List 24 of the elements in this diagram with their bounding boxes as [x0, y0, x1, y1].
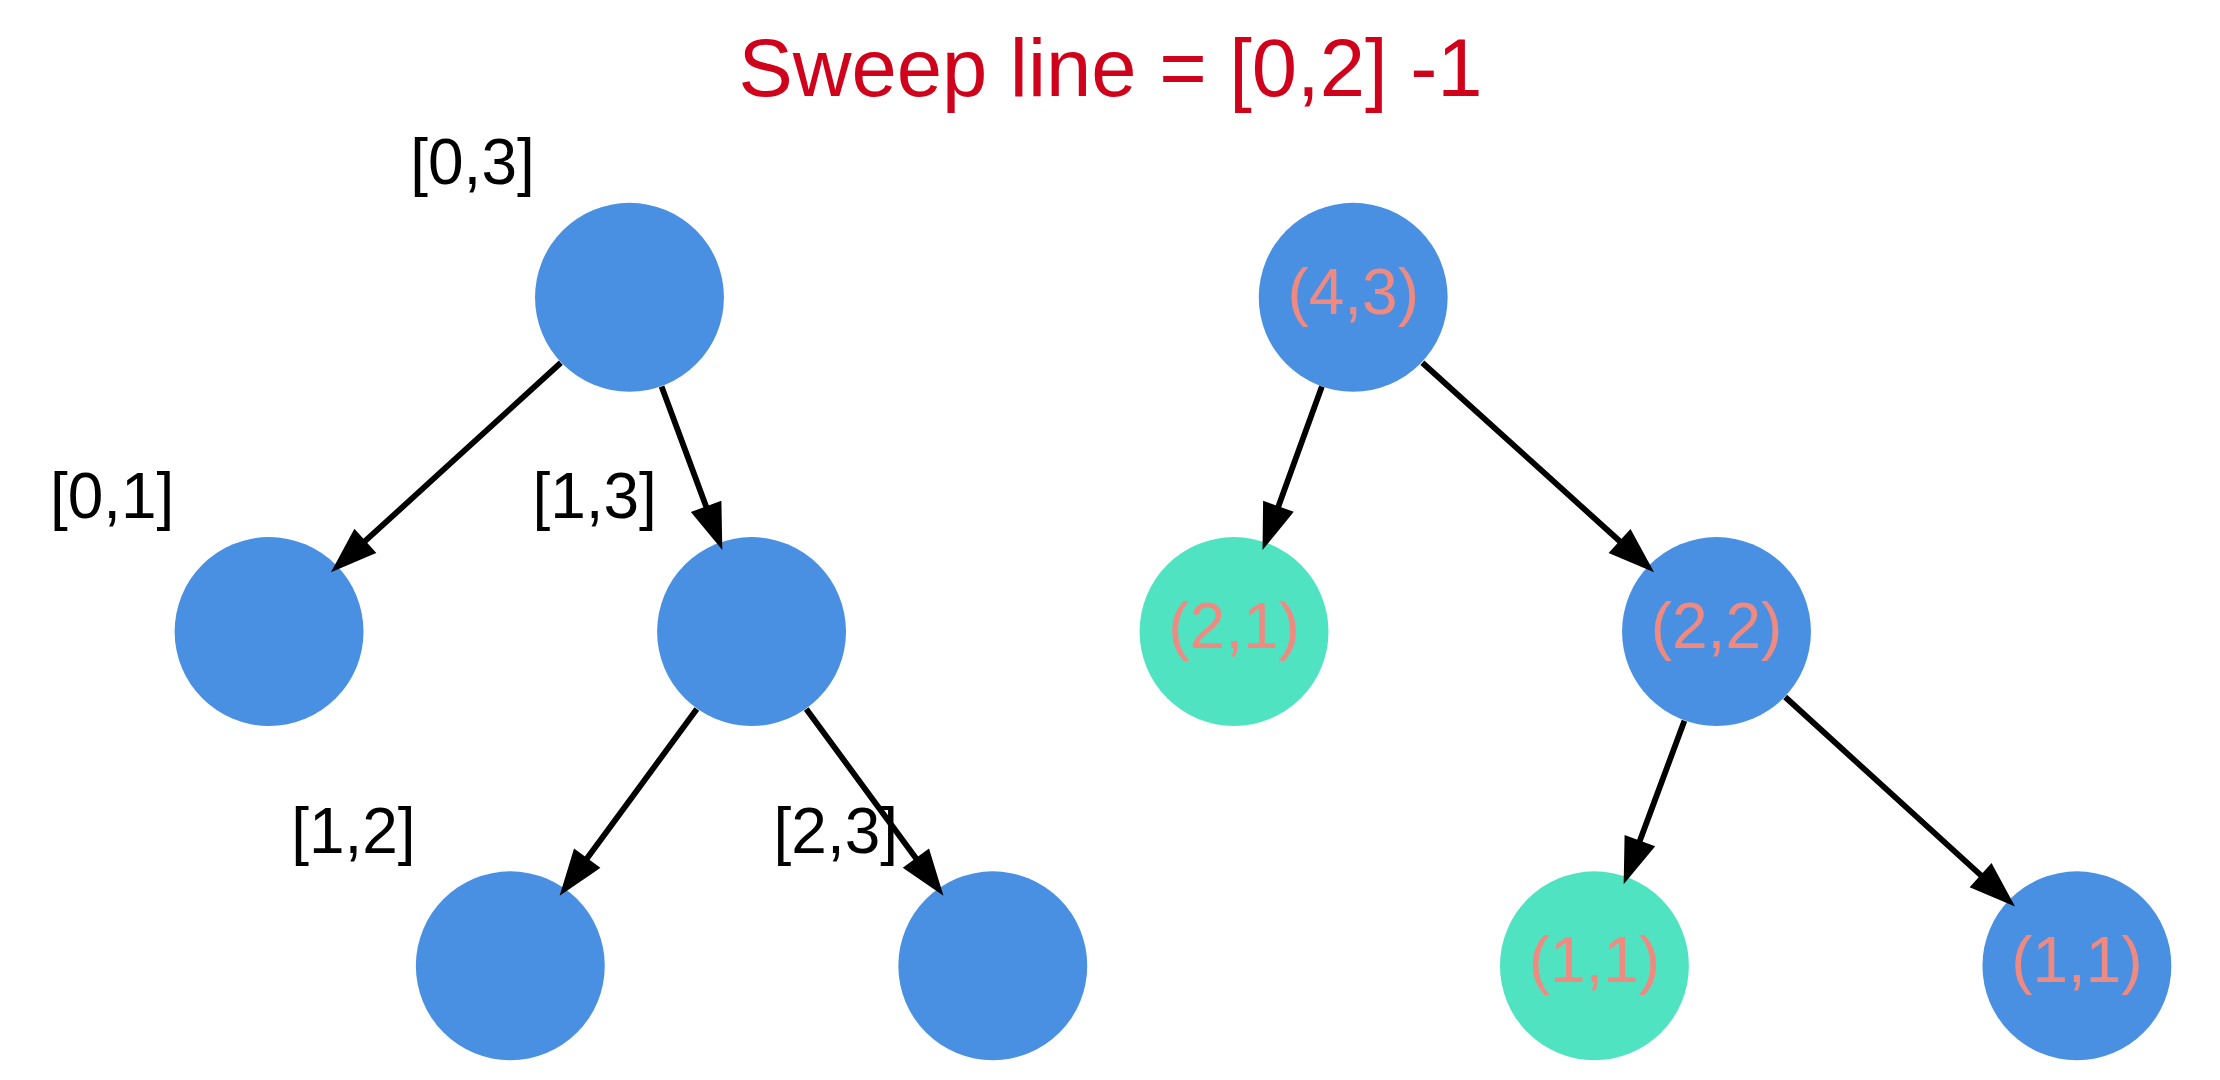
node-label: [0,3] [409, 126, 535, 199]
node-circle [897, 871, 1087, 1061]
diagram-title: Sweep line = [0,2] -1 [737, 22, 1483, 114]
arrow [803, 707, 943, 896]
node-circle [174, 537, 364, 726]
arrow [559, 707, 699, 896]
node-label: [1,2] [290, 794, 416, 867]
node-circle [656, 537, 846, 726]
arrow [1782, 694, 2015, 907]
node-label: [2,3] [773, 794, 898, 867]
arrow [1623, 719, 1687, 885]
node-circle: (2,2) [1621, 537, 1811, 726]
node-label: [1,3] [531, 460, 657, 533]
arrow [1419, 360, 1654, 573]
node-circle: (4,3) [1258, 202, 1448, 392]
node-circle: (2,1) [1139, 537, 1328, 726]
node-circle: (1,1) [1981, 871, 2171, 1061]
arrow [658, 385, 722, 551]
node-circle: (1,1) [1499, 871, 1689, 1061]
node-circle [415, 871, 605, 1061]
arrow [1262, 385, 1325, 551]
node-label: [0,1] [49, 460, 174, 533]
arrow [330, 360, 563, 573]
node-circle [534, 202, 724, 392]
